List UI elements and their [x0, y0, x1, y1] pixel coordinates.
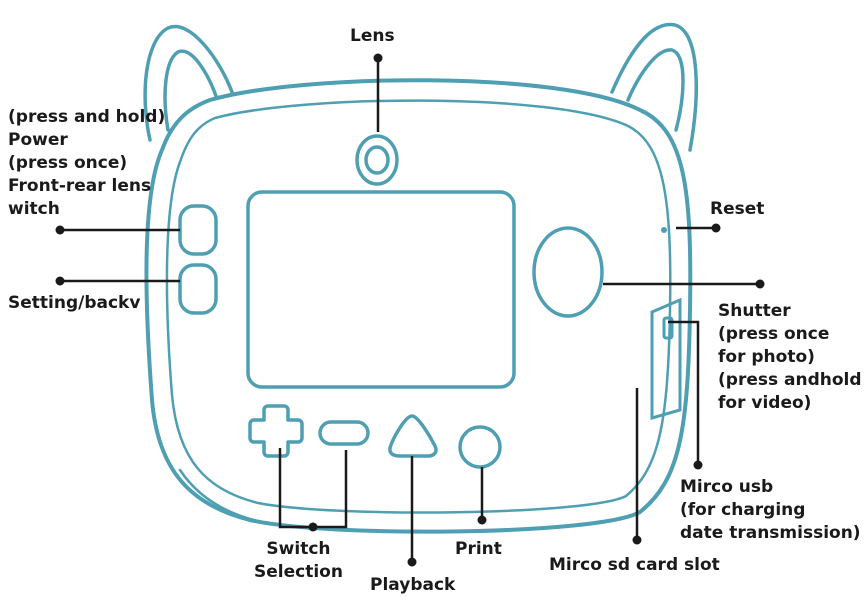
usb-label: Mirco usb (for charging date transmission) — [680, 476, 861, 545]
print-button[interactable] — [458, 425, 502, 469]
dpad-button[interactable] — [248, 404, 304, 458]
leader-lines — [60, 58, 760, 562]
label-line: for video) — [718, 393, 812, 413]
label-line: Shutter — [718, 301, 791, 321]
label-line: Playback — [370, 575, 456, 595]
reset-label: Reset — [710, 198, 764, 221]
leader-dots — [55, 53, 765, 567]
power-button[interactable] — [178, 204, 218, 256]
screen — [246, 190, 516, 389]
camera-ears — [143, 22, 698, 152]
lens-icon — [355, 134, 399, 186]
left-ear-inner — [163, 49, 218, 132]
label-line: date transmission) — [680, 523, 861, 543]
reset-hole[interactable] — [661, 227, 667, 233]
side-slots — [650, 297, 682, 420]
label-line: Lens — [350, 26, 395, 46]
label-line: Print — [455, 539, 502, 559]
print-label: Print — [455, 538, 502, 561]
label-line: Mirco sd card slot — [549, 555, 720, 575]
label-line: (for charging — [680, 500, 806, 520]
left-ear — [143, 24, 234, 142]
playback-button[interactable] — [388, 414, 438, 458]
sd-label: Mirco sd card slot — [549, 554, 720, 577]
right-ear — [610, 22, 698, 152]
label-line: (press andhold — [718, 370, 862, 390]
label-line: Front-rear lens — [8, 176, 152, 196]
label-line: Mirco usb — [680, 477, 774, 497]
label-line: for photo) — [718, 347, 815, 367]
power-label: (press and hold) Power (press once) Front-r… — [8, 106, 165, 221]
body-bottom-edge — [178, 468, 264, 524]
label-line: (press and hold) — [8, 107, 166, 127]
label-line: (press once) — [8, 153, 128, 173]
shutter-label: Shutter (press once for photo) (press andho… — [718, 300, 862, 415]
label-line: Selection — [254, 562, 343, 582]
body-inner — [165, 99, 672, 514]
usb-port[interactable] — [662, 316, 674, 340]
lens-label: Lens — [350, 25, 395, 48]
label-line: Setting/backv — [8, 293, 141, 313]
shutter-button[interactable] — [532, 226, 604, 318]
usb-leader — [668, 320, 700, 465]
body-outer — [144, 78, 693, 534]
playback-label: Playback — [370, 574, 455, 597]
label-line: Reset — [710, 199, 765, 219]
selection-button[interactable] — [318, 420, 370, 446]
label-line: (press once — [718, 324, 830, 344]
switch-leader — [278, 448, 348, 529]
label-line: witch — [8, 199, 60, 219]
camera-body — [144, 78, 693, 534]
setting-button[interactable] — [178, 263, 218, 315]
sd-slot[interactable] — [650, 297, 682, 420]
label-line: Switch — [266, 539, 331, 559]
label-line: Power — [8, 130, 68, 150]
setting-label: Setting/backv — [8, 292, 140, 315]
right-ear-inner — [626, 48, 685, 132]
